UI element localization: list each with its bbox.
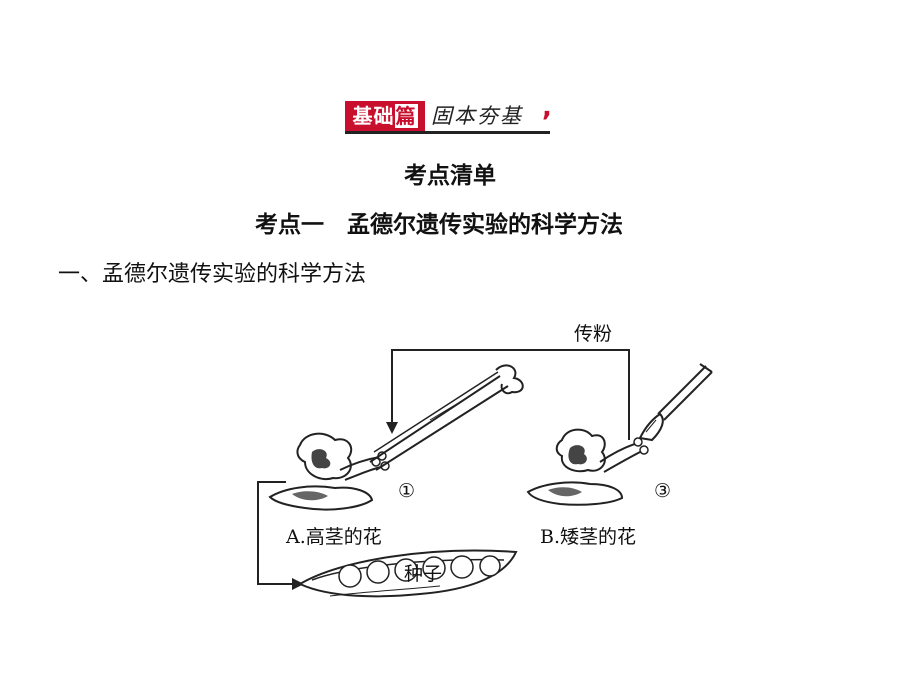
- section-heading-text: 考点清单: [404, 163, 496, 189]
- step-marker-3: ③: [654, 480, 671, 502]
- step-marker-1: ①: [398, 480, 415, 502]
- flower-b-label: B.矮茎的花: [540, 526, 636, 548]
- banner-tag-text: 基础: [352, 104, 395, 128]
- brush-illustration: [638, 363, 713, 442]
- pollination-arrowhead: [386, 422, 398, 434]
- offspring-arrowhead: [292, 578, 304, 590]
- seed-label: 种子: [404, 563, 442, 585]
- flower-a-label: A.高茎的花: [285, 526, 382, 548]
- banner-underline: [345, 131, 550, 134]
- banner-tag-suffix: 篇: [394, 104, 418, 128]
- section-heading: 考点清单: [0, 156, 920, 190]
- point-heading: 考点一 孟德尔遗传实验的科学方法: [255, 212, 623, 238]
- pollination-label: 传粉: [574, 323, 612, 345]
- banner-tag: 基础篇: [345, 101, 425, 131]
- pollination-arrow-line: [391, 349, 630, 440]
- short-flower-illustration: [526, 428, 649, 506]
- tall-flower-illustration: [268, 432, 390, 511]
- banner-motto: 固本夯基: [431, 104, 523, 128]
- tweezers-illustration: [369, 364, 524, 471]
- offspring-arrow-line: [257, 481, 296, 585]
- pea-pod-illustration: [297, 549, 518, 598]
- section-banner: 基础篇 固本夯基 ,: [345, 93, 555, 137]
- banner-quote-mark: ,: [542, 93, 552, 123]
- body-line-1: 一、孟德尔遗传实验的科学方法: [58, 262, 367, 287]
